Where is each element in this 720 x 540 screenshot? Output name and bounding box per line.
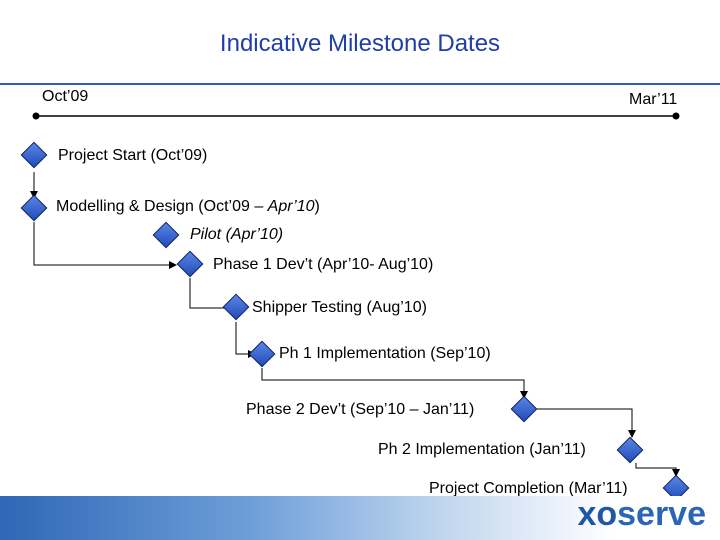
timeline-start-label: Oct’09 xyxy=(42,88,89,105)
connector-6 xyxy=(537,408,636,438)
title-rule xyxy=(0,83,720,85)
connector-4 xyxy=(235,322,256,358)
timeline-start-dot xyxy=(32,112,40,120)
page-title: Indicative Milestone Dates xyxy=(219,30,501,57)
diamond-ph2-implementation xyxy=(616,436,644,464)
connector-5 xyxy=(261,368,528,399)
milestone-phase2-dev: Phase 2 Dev’t (Sep’10 – Jan’11) xyxy=(246,401,475,418)
xoserve-logo: xoserve xyxy=(577,495,706,534)
milestone-modelling-design-italic: Apr’10 xyxy=(267,198,315,215)
milestone-project-start: Project Start (Oct’09) xyxy=(58,147,208,164)
milestone-project-completion: Project Completion (Mar’11) xyxy=(429,480,628,497)
logo-prefix: xo xyxy=(577,495,618,533)
milestone-pilot: Pilot (Apr’10) xyxy=(190,226,284,243)
milestone-diamonds xyxy=(20,141,690,502)
footer-band xyxy=(0,496,720,540)
diamond-project-completion xyxy=(662,474,690,502)
timeline-end-label: Mar’11 xyxy=(629,91,678,108)
connector-7 xyxy=(635,463,680,477)
diamond-pilot xyxy=(152,221,180,249)
diamond-shipper-testing xyxy=(222,293,250,321)
milestone-ph2-implementation: Ph 2 Implementation (Jan’11) xyxy=(378,441,586,458)
milestone-phase1-dev: Phase 1 Dev’t (Apr’10- Aug’10) xyxy=(213,256,434,273)
logo-suffix: serve xyxy=(617,495,706,533)
milestone-modelling-design-tail: ) xyxy=(314,198,320,215)
diamond-modelling-design xyxy=(20,194,48,222)
diamond-ph1-implementation xyxy=(248,340,276,368)
milestone-shipper-testing: Shipper Testing (Aug’10) xyxy=(252,299,427,316)
diamond-phase1-dev xyxy=(176,250,204,278)
timeline-end-dot xyxy=(672,112,680,120)
diamond-project-start xyxy=(20,141,48,169)
diamond-phase2-dev xyxy=(510,395,538,423)
milestone-modelling-design-text: Modelling & Design (Oct’09 – xyxy=(56,198,268,215)
connector-2 xyxy=(33,222,177,269)
milestone-ph1-implementation: Ph 1 Implementation (Sep’10) xyxy=(279,345,491,362)
milestone-modelling-design: Modelling & Design (Oct’09 – Apr’10) xyxy=(56,198,320,216)
